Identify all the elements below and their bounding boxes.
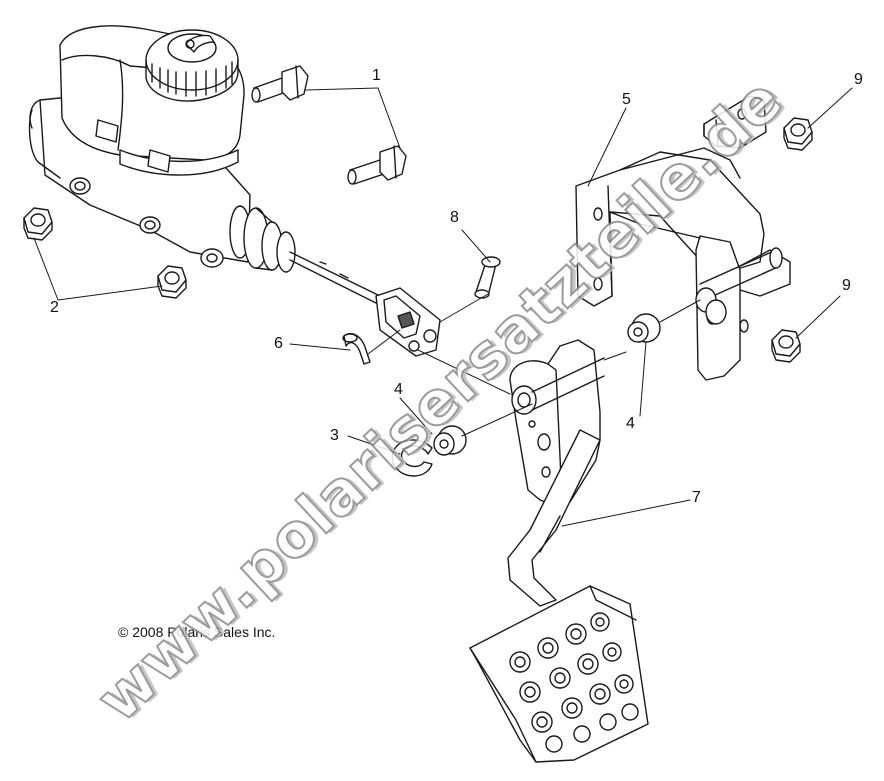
callout-4-right: 4	[626, 415, 635, 432]
callout-9-lower: 9	[842, 277, 851, 294]
nut-right-lower	[772, 330, 800, 362]
callout-1: 1	[372, 67, 381, 84]
master-cylinder	[30, 26, 440, 356]
callout-3: 3	[330, 427, 339, 444]
callout-7: 7	[692, 489, 701, 506]
bushing-left	[434, 426, 466, 455]
nut-left-lower	[158, 266, 186, 298]
callout-2: 2	[50, 299, 59, 316]
nut-right-upper	[784, 118, 812, 150]
callout-8: 8	[450, 209, 459, 226]
bolt-upper	[252, 66, 308, 102]
leader-lines	[33, 87, 853, 527]
clevis-pin	[475, 257, 500, 298]
assembly-lines	[367, 293, 701, 437]
cotter-pin	[343, 334, 370, 364]
nut-left-upper	[24, 208, 52, 240]
brake-pedal-arm	[470, 340, 648, 762]
copyright-notice: © 2008 Polaris Sales Inc.	[118, 624, 276, 640]
pedal-mount-bracket	[576, 96, 790, 380]
callout-9-upper: 9	[854, 71, 863, 88]
callout-4-left: 4	[394, 381, 403, 398]
callout-6: 6	[274, 335, 283, 352]
callout-5: 5	[622, 91, 631, 108]
retaining-clip	[392, 440, 432, 476]
bolt-lower	[348, 146, 406, 184]
pedal-pad-holes	[510, 613, 638, 752]
bushing-right	[628, 314, 660, 342]
